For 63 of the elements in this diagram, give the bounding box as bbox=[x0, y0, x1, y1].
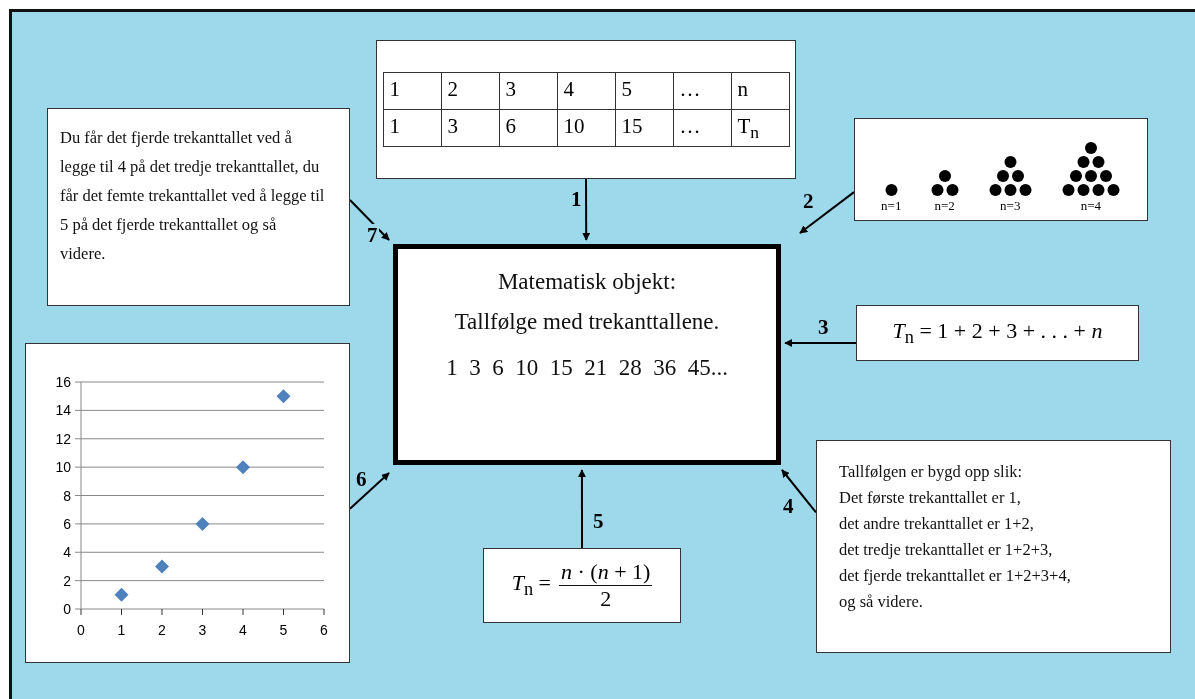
text-line: det tredje trekanttallet er 1+2+3, bbox=[839, 539, 1054, 561]
table-cell: 4 bbox=[557, 72, 615, 110]
object-box bbox=[393, 244, 781, 465]
number-sequence: 1 3 6 10 15 21 28 36 45... bbox=[446, 355, 728, 381]
axis-tick-label: 1 bbox=[117, 622, 126, 638]
axis-tick-label: 2 bbox=[63, 572, 71, 589]
axis-tick-label: 16 bbox=[55, 374, 71, 390]
pattern-label: n=4 bbox=[1080, 198, 1102, 214]
text-line: det fjerde trekanttallet er 1+2+3+4, bbox=[839, 565, 1072, 587]
pattern-label: n=2 bbox=[934, 198, 955, 214]
pattern-label: n=3 bbox=[1000, 198, 1021, 214]
dot-pattern-card bbox=[854, 118, 1148, 221]
text-line: det andre trekanttallet er 1+2, bbox=[839, 513, 1035, 535]
text-card bbox=[47, 108, 350, 306]
text-line: og så videre. bbox=[839, 591, 924, 613]
chart-card bbox=[25, 343, 350, 663]
table-cell: T$_{n}$ bbox=[731, 109, 789, 147]
axis-tick-label: 5 bbox=[279, 622, 288, 638]
axis-tick-label: 4 bbox=[63, 544, 71, 561]
table-cell: 6 bbox=[499, 109, 557, 147]
table-card bbox=[376, 40, 796, 179]
arrow bbox=[349, 472, 390, 510]
formula-box bbox=[856, 305, 1139, 361]
table-cell: 1 bbox=[383, 72, 441, 110]
formula-text: T$_{n}$ = bbox=[511, 570, 551, 601]
pattern-label: n=1 bbox=[881, 198, 902, 214]
table-cell: 1 bbox=[383, 109, 441, 147]
table-cell: 3 bbox=[441, 109, 499, 147]
table-cell: … bbox=[673, 109, 731, 147]
axis-tick-label: 8 bbox=[63, 487, 71, 504]
table-cell: n bbox=[731, 72, 789, 110]
table-cell: … bbox=[673, 72, 731, 110]
arrow bbox=[781, 469, 817, 514]
paragraph: Du får det fjerde trekanttallet ved å legge til 4 på det tredje trekanttallet, du får det femte trekanttallet ved å legge til 5 på det fjerde trekanttallet og så videre. bbox=[60, 127, 325, 265]
table-cell: 15 bbox=[615, 109, 673, 147]
text-line: Tallfølgen er bygd opp slik: bbox=[839, 461, 1024, 483]
axis-tick-label: 3 bbox=[198, 622, 207, 638]
text-line: Det første trekanttallet er 1, bbox=[839, 487, 1022, 509]
axis-tick-label: 2 bbox=[158, 622, 166, 638]
axis-tick-label: 6 bbox=[63, 515, 71, 532]
arrow bbox=[349, 199, 390, 241]
table-cell: 3 bbox=[499, 72, 557, 110]
arrow bbox=[582, 178, 591, 241]
table-cell: 10 bbox=[557, 109, 615, 147]
table-cell: 2 bbox=[441, 72, 499, 110]
arrow bbox=[784, 339, 857, 347]
arrow bbox=[577, 469, 586, 549]
fraction-numerator: n · (n + 1) bbox=[558, 559, 653, 586]
text-card bbox=[816, 440, 1171, 653]
axis-tick-label: 14 bbox=[55, 402, 71, 419]
axis-tick-label: 6 bbox=[320, 622, 328, 638]
table-cell: 5 bbox=[615, 72, 673, 110]
axis-tick-label: 12 bbox=[55, 430, 71, 447]
formula-box bbox=[483, 548, 681, 623]
fraction-denominator: 2 bbox=[600, 586, 612, 612]
axis-tick-label: 4 bbox=[239, 622, 247, 638]
box-heading: Tallfølge med trekanttallene. bbox=[454, 309, 720, 335]
axis-tick-label: 0 bbox=[63, 601, 71, 617]
box-heading: Matematisk objekt: bbox=[497, 269, 677, 295]
axis-tick-label: 0 bbox=[77, 622, 85, 638]
arrow bbox=[799, 191, 855, 234]
axis-tick-label: 10 bbox=[55, 459, 71, 476]
formula-text: T$_{n}$ = 1 + 2 + 3 + . . . + n bbox=[892, 317, 1103, 349]
